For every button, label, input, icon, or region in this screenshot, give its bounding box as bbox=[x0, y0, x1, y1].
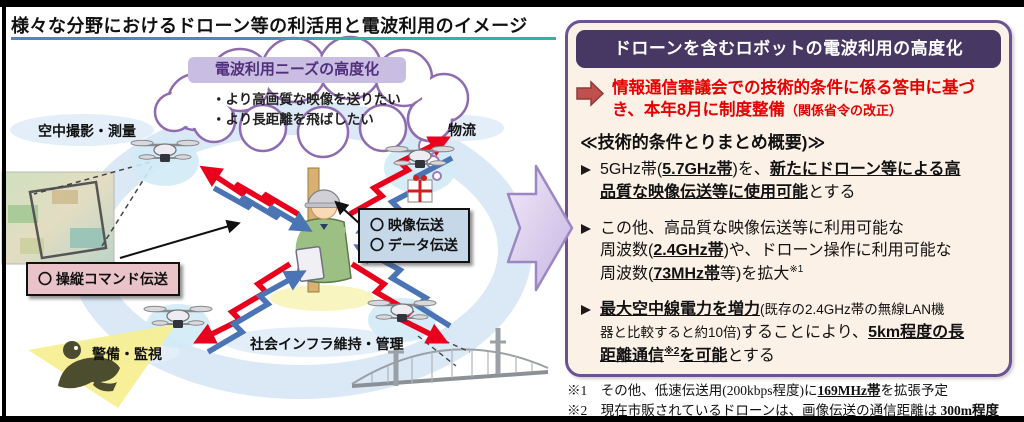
announcement: 情報通信審議会での技術的条件に係る答申に基づき、本年8月に制度整備（関係省令の改… bbox=[575, 77, 1001, 121]
bullet-arrow-icon bbox=[581, 165, 591, 176]
page-title: 様々な分野におけるドローン等の利活用と電波利用のイメージ bbox=[11, 16, 528, 36]
command-transmission-label: 〇 操縦コマンド伝送 bbox=[38, 271, 168, 287]
title-underline bbox=[11, 37, 556, 40]
command-transmission-box: 〇 操縦コマンド伝送 bbox=[26, 262, 180, 297]
policy-panel: ドローンを含むロボットの電波利用の高度化 情報通信審議会での技術的条件に係る答申… bbox=[565, 20, 1012, 377]
bullet-power: 最大空中線電力を増力(既存の2.4GHz帯の無線LAN機 器と比較すると約10倍… bbox=[581, 299, 1003, 367]
label-aerial-photography: 空中撮影・測量 bbox=[38, 123, 136, 139]
burglar-illustration bbox=[58, 341, 120, 392]
announcement-subtext: （関係省令の改正） bbox=[785, 103, 903, 119]
red-arrow-icon bbox=[576, 80, 605, 107]
frame-bottom bbox=[0, 416, 1024, 422]
label-logistics: 物流 bbox=[448, 122, 476, 138]
frame-left bbox=[2, 0, 6, 422]
data-transmission-label: 〇 データ伝送 bbox=[370, 237, 458, 254]
cloud-bullet: ・より長距離を飛ばしたい bbox=[212, 112, 374, 127]
cloud-bullet: ・より高画質な映像を送りたい bbox=[212, 92, 401, 107]
callout-pointer bbox=[334, 200, 361, 225]
transmission-box: 〇 映像伝送 〇 データ伝送 bbox=[358, 208, 470, 263]
label-halo bbox=[10, 114, 154, 146]
bullet-arrow-icon bbox=[581, 305, 591, 316]
bullet-frequencies: この他、高品質な映像伝送等に利用可能な 周波数(2.4GHz帯)や、ドローン操作… bbox=[581, 218, 1003, 286]
callout-pointer bbox=[119, 219, 241, 259]
summary-title: ≪技術的条件とりまとめ概要)≫ bbox=[580, 133, 826, 153]
cloud-header: 電波利用ニーズの高度化 bbox=[188, 57, 406, 83]
flow-arrow bbox=[506, 164, 574, 292]
footnote-ref-2: ※2 bbox=[664, 345, 680, 357]
panel-header: ドローンを含むロボットの電波利用の高度化 bbox=[576, 30, 1001, 68]
scene-illustration bbox=[1, 35, 549, 408]
footnote-1: ※1 その他、低速伝送用(200kbps程度)に169MHz帯を拡張予定 bbox=[567, 383, 948, 398]
announcement-text: 情報通信審議会での技術的条件に係る答申に基づき、本年8月に制度整備（関係省令の改… bbox=[612, 79, 975, 120]
label-halo bbox=[224, 327, 400, 357]
parcel-icon bbox=[407, 175, 433, 203]
camera-sightline bbox=[33, 161, 151, 195]
bullet-arrow-icon bbox=[581, 223, 591, 234]
footnote-ref-1: ※1 bbox=[789, 264, 804, 276]
aerial-city-image bbox=[1, 171, 115, 265]
bullet-5ghz: 5GHz帯(5.7GHz帯)を、新たにドローン等による高 品質な映像伝送等に使用… bbox=[581, 159, 1003, 204]
frame-top bbox=[0, 0, 1024, 7]
footnote-2: ※2 現在市販されているドローンは、画像伝送の通信距離は 300m程度 bbox=[567, 403, 1000, 419]
bridge-illustration bbox=[351, 328, 549, 388]
video-transmission-label: 〇 映像伝送 bbox=[370, 217, 444, 233]
inspection-sightline bbox=[417, 335, 457, 367]
label-infrastructure: 社会インフラ維持・管理 bbox=[250, 336, 404, 352]
camera-sightline bbox=[101, 165, 153, 247]
label-security: 警備・監視 bbox=[92, 346, 162, 362]
footnotes: ※1 その他、低速伝送用(200kbps程度)に169MHz帯を拡張予定 ※2 … bbox=[567, 381, 1019, 422]
